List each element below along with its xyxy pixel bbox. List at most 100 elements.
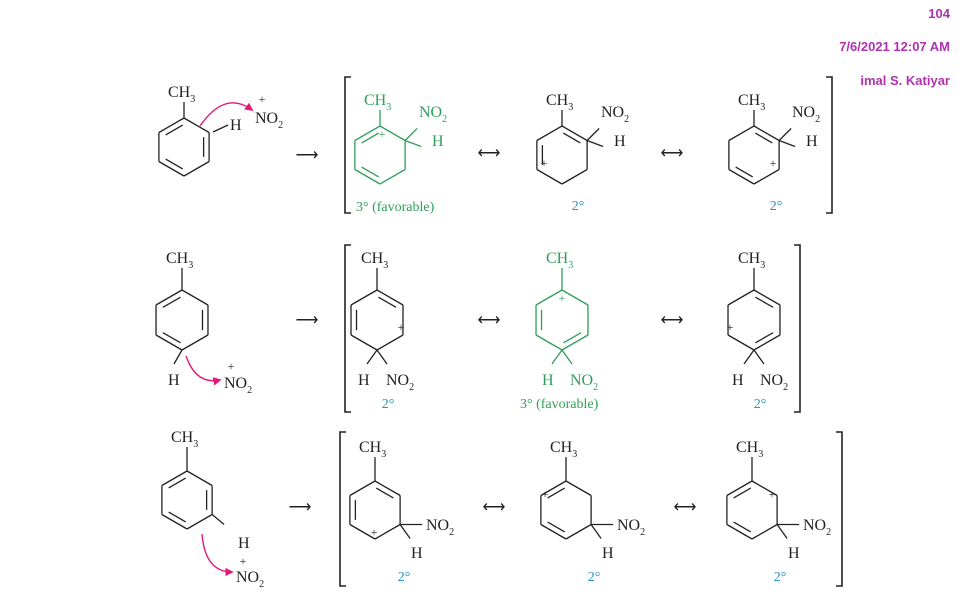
resonance-arrow: ⟷ xyxy=(674,499,697,516)
sigma-complex-ring-bond xyxy=(726,523,753,540)
sigma-complex-ring-bond xyxy=(379,125,406,142)
sigma-complex-ring-double-bond xyxy=(755,332,774,344)
curved-electron-arrow xyxy=(199,102,254,127)
sigma-complex-ring-bond xyxy=(751,480,778,497)
nitro-group: NO2 xyxy=(570,372,598,393)
methyl-group: CH3 xyxy=(171,429,198,450)
toluene-ring-double-bond xyxy=(168,511,187,523)
sigma-complex-ring-bond xyxy=(379,168,406,185)
methyl-group: CH3 xyxy=(738,92,765,113)
left-bracket xyxy=(339,431,346,587)
methyl-group: CH3 xyxy=(736,439,763,460)
sigma-complex-ring-double-bond xyxy=(755,296,774,308)
sigma-complex-ring-bond xyxy=(376,289,404,306)
toluene-ring-bond xyxy=(158,117,185,134)
positive-charge: + xyxy=(259,92,266,106)
sigma-complex-ring-bond xyxy=(354,125,381,142)
toluene-ring-bond xyxy=(183,160,210,177)
methyl-group: CH3 xyxy=(546,250,573,271)
sigma-complex-ring-bond xyxy=(561,334,589,351)
stability-caption: 3° (favorable) xyxy=(520,397,599,412)
nitronium-ion: NO2 xyxy=(224,375,252,396)
stability-caption: 2° xyxy=(572,199,585,214)
sigma-complex-ring-bond xyxy=(561,168,588,185)
hydrogen-atom: H xyxy=(806,133,818,150)
positive-charge: + xyxy=(228,359,235,373)
sigma-complex-ring-double-bond xyxy=(735,166,754,178)
sigma-complex-ring-bond xyxy=(374,523,401,540)
nitro-group: NO2 xyxy=(792,104,820,125)
methyl-group: CH3 xyxy=(738,250,765,271)
positive-charge: + xyxy=(559,291,566,305)
positive-charge: + xyxy=(379,127,386,141)
positive-charge: + xyxy=(398,320,405,334)
curved-electron-arrow xyxy=(201,533,234,577)
sigma-complex-ring-double-bond xyxy=(375,487,394,499)
positive-charge: + xyxy=(371,525,378,539)
hydrogen-atom: H xyxy=(732,372,744,389)
resonance-arrow: ⟷ xyxy=(478,312,501,329)
sigma-complex-ring-bond xyxy=(535,289,563,306)
methyl-group: CH3 xyxy=(359,439,386,460)
positive-charge: + xyxy=(541,156,548,170)
h-bond xyxy=(366,349,378,365)
toluene-ring-double-bond xyxy=(162,296,181,308)
right-bracket xyxy=(826,76,833,214)
toluene-ring-bond xyxy=(155,289,183,306)
sigma-complex-ring-double-bond xyxy=(378,296,397,308)
methyl-group: CH3 xyxy=(546,92,573,113)
h-bond xyxy=(551,349,563,365)
stability-caption: 2° xyxy=(382,397,395,412)
nitro-bond xyxy=(404,128,418,141)
sigma-complex-ring-bond xyxy=(540,523,567,540)
sigma-complex-ring-bond xyxy=(374,480,401,497)
reaction-arrow: ⟶ xyxy=(289,499,312,516)
methyl-group: CH3 xyxy=(364,92,391,113)
toluene-ring-bond xyxy=(181,334,209,351)
sigma-complex-ring-bond xyxy=(565,523,592,540)
hydrogen-atom: H xyxy=(230,117,242,134)
toluene-ring-bond xyxy=(183,117,210,134)
sigma-complex-ring-bond xyxy=(561,289,589,306)
hydrogen-atom: H xyxy=(602,545,614,562)
h-bond xyxy=(173,349,183,365)
right-bracket xyxy=(836,431,843,587)
hydrogen-atom: H xyxy=(168,372,180,389)
nitro-group: NO2 xyxy=(426,517,454,538)
h-bond xyxy=(212,124,229,133)
sigma-complex-ring-double-bond xyxy=(547,487,566,499)
toluene-ring-bond xyxy=(181,289,209,306)
sigma-complex-ring-bond xyxy=(535,334,563,351)
h-bond xyxy=(743,349,755,365)
stability-caption: 2° xyxy=(770,199,783,214)
sigma-complex-ring-double-bond xyxy=(563,332,582,344)
right-bracket xyxy=(794,244,801,413)
sigma-complex-ring-bond xyxy=(561,125,588,142)
sigma-complex-ring-double-bond xyxy=(361,166,380,178)
sigma-complex-ring-bond xyxy=(350,289,378,306)
resonance-arrow: ⟷ xyxy=(661,145,684,162)
sigma-complex-ring-bond xyxy=(727,334,755,351)
nitro-group: NO2 xyxy=(601,104,629,125)
sigma-complex-ring-bond xyxy=(753,289,781,306)
h-bond xyxy=(778,139,796,148)
sigma-complex-ring-bond xyxy=(349,480,376,497)
nitro-group: NO2 xyxy=(803,517,831,538)
sigma-complex-ring-double-bond xyxy=(547,521,566,533)
positive-charge: + xyxy=(727,320,734,334)
sigma-complex-ring-double-bond xyxy=(733,521,752,533)
nitro-bond xyxy=(753,349,765,365)
sigma-complex-ring-bond xyxy=(751,523,778,540)
h-bond xyxy=(399,524,411,539)
positive-charge: + xyxy=(542,487,549,501)
reaction-arrow: ⟶ xyxy=(296,147,319,164)
hydrogen-atom: H xyxy=(411,545,423,562)
sigma-complex-ring-bond xyxy=(753,125,780,142)
resonance-arrow: ⟷ xyxy=(483,499,506,516)
methyl-group: CH3 xyxy=(361,250,388,271)
sigma-complex-ring-bond xyxy=(354,168,381,185)
left-bracket xyxy=(344,76,351,214)
nitro-bond xyxy=(586,128,600,141)
toluene-ring-bond xyxy=(155,334,183,351)
